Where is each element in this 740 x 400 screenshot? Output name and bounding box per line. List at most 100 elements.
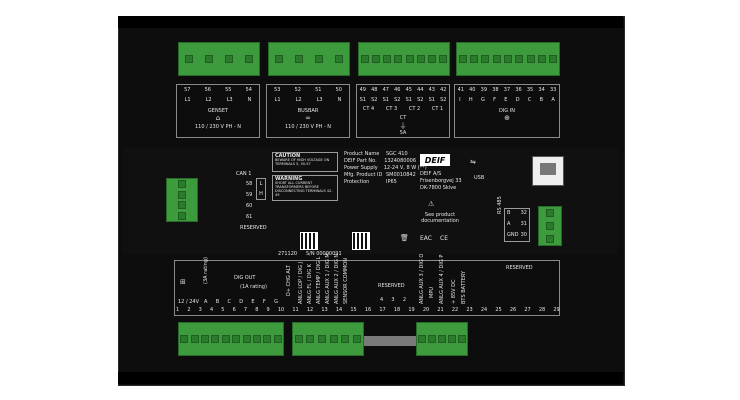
warning-title: WARNING — [275, 176, 303, 182]
genset-num: 56 — [204, 87, 211, 93]
terminal-number: 19 — [408, 307, 415, 313]
ct-title: CT — [399, 115, 407, 121]
ct-group: CT 4 — [362, 106, 375, 112]
bottom-label-strip — [174, 260, 560, 316]
top-edge — [118, 16, 623, 28]
digin-num: 36 — [515, 87, 522, 93]
see-documentation: See product documentation — [421, 212, 459, 224]
ct-pin: S2 — [394, 97, 401, 103]
ct-pin: S2 — [371, 97, 378, 103]
terminal-number: 25 — [495, 307, 502, 313]
ct-pin: S1 — [382, 97, 389, 103]
ct-num: 45 — [405, 87, 412, 93]
digin-letter: G — [480, 97, 485, 103]
rs485-letter: B — [507, 210, 511, 216]
generator-icon: ⌂ — [215, 114, 221, 122]
right-vert: + 85V DC — [451, 279, 457, 305]
terminal-number: 12 — [306, 307, 314, 313]
digin-letter: A — [551, 97, 555, 103]
rs485-letter: GND — [507, 232, 519, 238]
rs485-num: 31 — [520, 221, 527, 227]
busbar-panel: 53 52 51 50 L1 L2 L3 N BUSBAR ∞ 110 / 23… — [266, 84, 350, 138]
bottom-edge — [118, 372, 623, 384]
terminal-number: 4 — [209, 307, 214, 313]
field-key: Product Name — [344, 151, 380, 157]
out-letter: E — [251, 299, 255, 305]
busbar-title: BUSBAR — [297, 108, 319, 114]
digin-title: DIG IN — [498, 108, 515, 114]
ct-group: CT 3 — [385, 106, 398, 112]
bottom-terminal-block-left[interactable] — [178, 322, 284, 356]
vert-label: SENSOR COMMON — [343, 258, 349, 304]
field-value: SGC 410 — [386, 151, 408, 157]
genset-phase: N — [247, 97, 252, 103]
rs485-terminal-block[interactable] — [538, 206, 562, 246]
busbar-phase: L2 — [295, 97, 302, 103]
digin-letter: H — [468, 97, 473, 103]
genset-phase: L3 — [226, 97, 233, 103]
weee-bin-icon: 🗑 — [400, 234, 409, 242]
transformer-icon: ∞ — [305, 114, 311, 122]
can-terminal-block[interactable] — [166, 178, 198, 222]
right-vert: ANLG AUX 4 / DIG P — [439, 254, 445, 304]
genset-title: GENSET — [207, 108, 229, 114]
terminal-number: 3 — [198, 307, 202, 313]
deif-logo: DEIF — [420, 154, 450, 166]
busbar-num: 52 — [294, 87, 301, 93]
vert-label: ANLG LOP / DIG J — [298, 261, 304, 304]
rs485-title: RS 485 — [497, 196, 503, 214]
terminal-number: 24 — [480, 307, 488, 313]
can-num: 60 — [246, 203, 253, 209]
ct-num: 46 — [394, 87, 401, 93]
ct-terminal-block[interactable] — [358, 42, 450, 76]
serial-number: S/N 00000091 — [306, 251, 342, 257]
can-title: CAN 1 — [236, 171, 252, 177]
digin-letter: F — [493, 97, 496, 103]
field-key: Power Supply — [344, 165, 378, 171]
terminal-number: 1 — [176, 307, 180, 313]
busbar-rating: 110 / 230 V PH - N — [284, 124, 332, 130]
genset-num: 54 — [245, 87, 252, 93]
terminal-number: 9 — [266, 307, 270, 313]
digin-terminal-block[interactable] — [456, 42, 560, 76]
ct-panel: 49 48 47 46 45 44 43 42 S1 S2 S1 S2 S1 S… — [356, 84, 450, 138]
ct-num: 43 — [428, 87, 435, 93]
serial-left: 271120 — [278, 251, 298, 257]
genset-terminal-block[interactable] — [178, 42, 260, 76]
ct-pin: S1 — [405, 97, 412, 103]
out-letter: B — [215, 299, 220, 305]
supply-label: 12 / 24V — [178, 299, 200, 305]
bottom-terminal-block-mid[interactable] — [292, 322, 364, 356]
terminal-number: 8 — [255, 307, 259, 313]
caution-text: BEWARE OF HIGH VOLTAGE ON TERMINALS 5, 5… — [275, 158, 330, 166]
can-num: 58 — [246, 181, 253, 187]
battery-icon: ⊞ — [180, 278, 186, 286]
dig-out-rating: (1A rating) — [240, 284, 267, 290]
warning-triangle-icon: ⚠ — [428, 200, 435, 208]
field-value: SM0010842 — [386, 172, 416, 178]
out-letter: G — [274, 299, 278, 305]
digin-num: 38 — [492, 87, 499, 93]
right-vert: MPU — [429, 287, 435, 298]
digin-num: 33 — [549, 87, 557, 93]
usb-port[interactable] — [532, 156, 564, 186]
genset-rating: 110 / 230 V PH - N — [194, 124, 242, 130]
caution-title: CAUTION — [275, 153, 301, 159]
bottom-terminal-block-right[interactable] — [416, 322, 468, 356]
busbar-terminal-block[interactable] — [268, 42, 350, 76]
digin-letter: E — [504, 97, 508, 103]
vert-label: ANLG AUX 1 / DIG M — [325, 253, 331, 304]
vert-label: ANLG TEMP / DIG L — [316, 256, 322, 304]
can-num: 61 — [246, 214, 253, 220]
qr-code-right — [352, 232, 370, 250]
warning-label: WARNING SHORT ALL CURRENT TRANSFORMERS B… — [272, 175, 338, 201]
terminal-number: 16 — [364, 307, 372, 313]
vert-label: D+ CHG ALT — [286, 265, 292, 296]
cable-tie — [364, 336, 416, 346]
terminal-number: 6 — [232, 307, 236, 313]
genset-phase: L2 — [205, 97, 212, 103]
qr-code-left — [300, 232, 318, 250]
ct-num: 49 — [359, 87, 366, 93]
right-vert: BTS BATTERY — [461, 270, 467, 304]
